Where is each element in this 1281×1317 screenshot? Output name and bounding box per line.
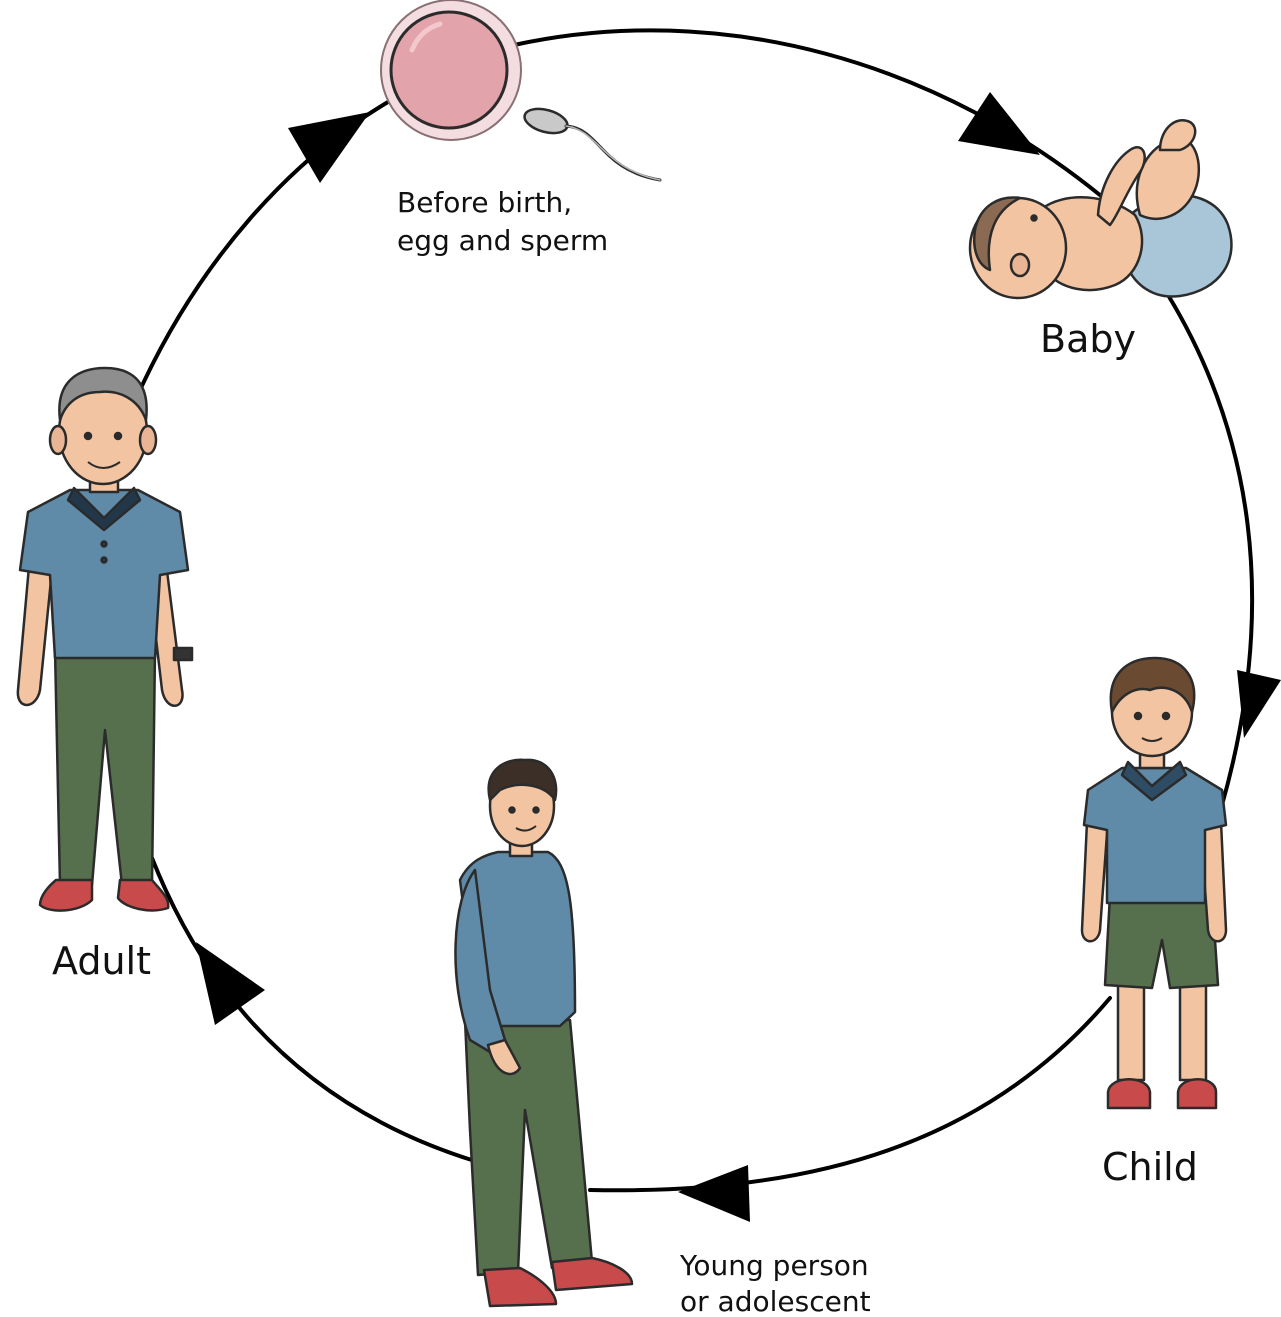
cycle-arc-young-to-adult (152, 858, 478, 1162)
egg-cell-icon (381, 0, 521, 140)
adult-trousers (55, 650, 155, 885)
cycle-arc-egg-to-baby (514, 30, 1112, 205)
arrow-head-1 (958, 92, 1040, 155)
label-before-birth-line-2: egg and sperm (397, 224, 608, 257)
sperm-cell-icon (522, 105, 660, 180)
arrow-head-5 (288, 112, 370, 183)
cycle-arc-child-to-young (590, 998, 1110, 1190)
young-trousers (465, 1020, 592, 1275)
young-person-illustration (455, 760, 632, 1306)
child-sandal-left (1108, 1079, 1150, 1108)
label-young-person: Young person or adolescent (679, 1249, 878, 1317)
adult-shoe-left (40, 880, 92, 911)
adult-shoe-right (118, 880, 168, 910)
baby-ear (1011, 254, 1029, 276)
adult-arm-left (18, 555, 52, 705)
child-leg-left (1118, 980, 1144, 1080)
child-shorts (1105, 895, 1218, 988)
arrow-head-4 (196, 942, 265, 1025)
cycle-arc-adult-to-egg (140, 102, 388, 390)
adult-illustration (18, 368, 192, 911)
label-young-person-line-2: or adolescent (680, 1285, 871, 1317)
label-young-person-line-1: Young person (679, 1249, 869, 1282)
egg-and-sperm-illustration (381, 0, 660, 180)
label-before-birth-line-1: Before birth, (397, 186, 572, 219)
arrow-head-3 (678, 1165, 750, 1222)
adult-watch (174, 648, 192, 660)
child-leg-right (1180, 980, 1206, 1080)
label-baby: Baby (1040, 317, 1136, 361)
label-adult: Adult (52, 939, 151, 983)
baby-foot (1160, 120, 1195, 150)
arrow-head-2 (1237, 670, 1281, 738)
young-shoe-right (552, 1258, 632, 1290)
young-shoe-left (484, 1268, 556, 1306)
stage-labels: Before birth, egg and sperm Baby Child Y… (52, 186, 1198, 1317)
child-illustration (1082, 658, 1226, 1108)
label-before-birth: Before birth, egg and sperm (397, 186, 608, 257)
label-child: Child (1102, 1145, 1198, 1189)
child-sandal-right (1178, 1079, 1216, 1108)
